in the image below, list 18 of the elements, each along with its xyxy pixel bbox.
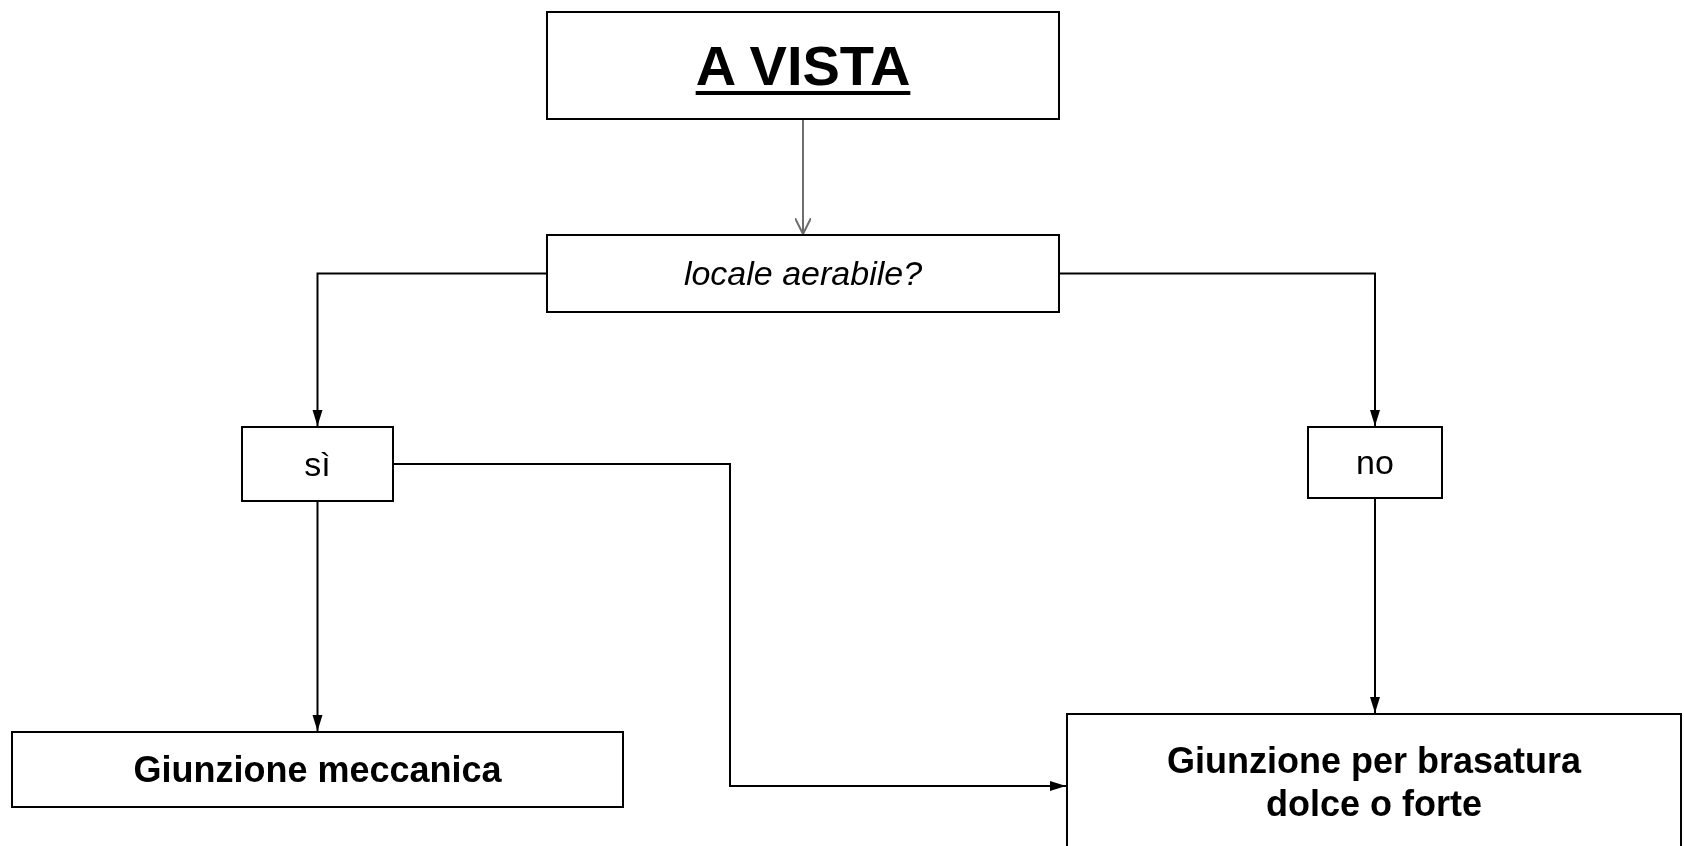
answer-box: [1307, 426, 1443, 499]
decision-box: [546, 234, 1060, 313]
arrow: [312, 501, 323, 732]
node-label: no: [1356, 442, 1394, 483]
node-label: A VISTA: [695, 32, 911, 99]
node-label: locale aerabile?: [683, 253, 923, 294]
arrow: [1370, 498, 1380, 714]
arrow: [312, 272, 547, 427]
arrow: [393, 463, 1067, 791]
node-label: Giunzione meccanica: [133, 747, 502, 792]
result-box: [11, 731, 624, 808]
answer-box: [241, 426, 394, 502]
result-box: [1066, 713, 1682, 846]
node-label: sì: [304, 443, 331, 485]
arrow: [794, 119, 812, 235]
title-box: [546, 11, 1060, 120]
node-label: Giunzione per brasatura dolce o forte: [1165, 738, 1583, 826]
arrow: [1059, 272, 1380, 427]
